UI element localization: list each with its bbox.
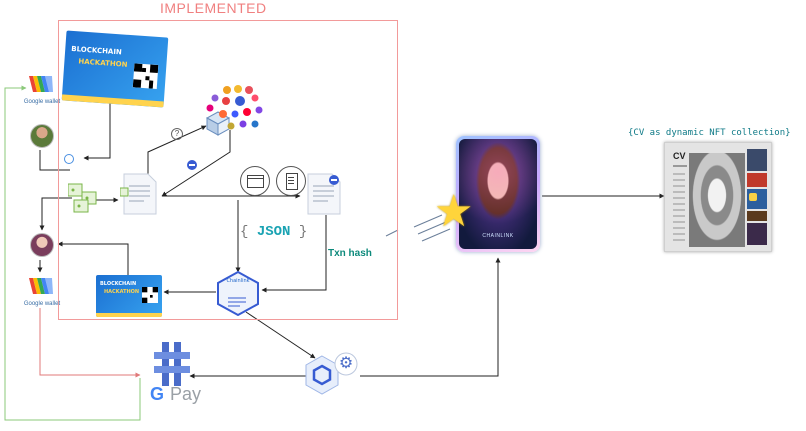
json-label: { JSON } [240,224,307,240]
google-wallet-bottom: Google wallet [22,274,62,307]
remove-circle-icon [187,160,197,170]
google-wallet-label: Google wallet [23,301,61,307]
implemented-frame [58,20,398,320]
txn-hash-label: Txn hash [328,248,372,259]
contract-document-icon [119,172,160,221]
chainlink-hexagon-icon: Chainlink [214,270,262,321]
poster-line [83,100,111,161]
chainlink-label: Chainlink [226,278,250,284]
poster-bottom-line1: BLOCKCHAIN [100,281,137,287]
woman-avatar-icon [30,233,54,257]
json-open-brace: { [240,224,249,240]
json-close-brace: } [298,224,308,240]
gpay-pay-text: Pay [170,384,202,404]
google-wallet-top: Google wallet [22,72,62,105]
cv-card: CV [664,142,772,252]
nft-card: CHAINLINK [456,136,540,252]
user-avatar-icon [30,124,54,148]
hackathon-poster-top: BLOCKCHAIN HACKATHON [61,30,169,108]
implemented-title: IMPLEMENTED [160,0,267,16]
crypto-logos-icon [205,84,267,141]
nft-portrait: CHAINLINK [459,139,537,249]
gpay-g-logo: G [150,384,165,404]
qr-code-icon [142,287,158,303]
poster-top-line1: BLOCKCHAIN [71,44,123,57]
green-loop-line [4,85,141,421]
google-wallet-icon [29,76,53,92]
cv-collection-label: {CV as dynamic NFT collection} [628,128,791,138]
cv-title: CV [673,151,686,161]
poster-top-line2: HACKATHON [78,57,128,69]
google-wallet-icon [29,278,53,294]
cv-face-art [689,153,745,247]
speed-streaks [385,214,451,242]
red-wallet-line [39,308,141,378]
json-text: JSON [256,224,291,240]
link-glyph-icon [64,154,74,164]
question-icon: ? [171,128,183,140]
grid-stack-icon [67,180,98,219]
browser-window-icon [240,166,270,196]
result-document-icon [304,172,344,221]
hackathon-poster-bottom: BLOCKCHAIN HACKATHON [96,275,162,317]
automation-hexagon-icon: ⚙ [302,350,364,405]
gear-icon: ⚙ [338,355,354,372]
qr-code-icon [132,63,159,89]
pay-sign-icon [152,342,192,391]
document-list-icon [276,166,306,196]
poster-bottom-line2: HACKATHON [104,289,140,295]
nft-caption: CHAINLINK [482,233,514,239]
google-wallet-label: Google wallet [23,99,61,105]
star-icon: ★ [434,187,474,236]
